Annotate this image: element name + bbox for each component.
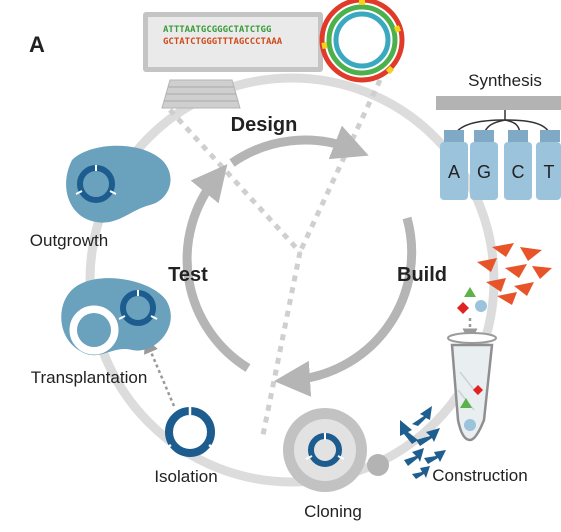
outgrowth-cell-icon	[66, 145, 171, 223]
transplantation-label: Transplantation	[31, 368, 148, 387]
design-label: Design	[231, 114, 298, 136]
isolation-label: Isolation	[154, 467, 217, 486]
computer-icon: ATTTAATGCGGGCTATCTGG GCTATCTGGGTTTAGCCCT…	[143, 12, 323, 109]
reaction-tube-icon	[447, 332, 497, 442]
build-label: Build	[397, 264, 447, 286]
design-to-build-arrow	[229, 125, 369, 167]
transplantation-cell-icon	[61, 278, 171, 356]
blue-arrows-icon	[400, 406, 446, 479]
svg-text:A: A	[448, 162, 460, 182]
vial-a: A	[440, 130, 468, 200]
synthesis-lines	[453, 110, 551, 137]
vial-c: C	[504, 130, 532, 200]
outgrowth-label: Outgrowth	[30, 231, 108, 250]
vial-t: T	[536, 130, 561, 200]
inner-cycle-arrows	[182, 125, 417, 397]
svg-text:T: T	[544, 162, 555, 182]
vial-g: G	[470, 130, 498, 200]
construction-label: Construction	[432, 466, 527, 485]
panel-label: A	[29, 32, 45, 57]
synthesis-rack	[436, 96, 561, 110]
outer-process-ring	[85, 73, 499, 487]
svg-text:ATTTAATGCGGGCTATCTGG: ATTTAATGCGGGCTATCTGG	[163, 25, 271, 35]
svg-text:C: C	[512, 162, 525, 182]
test-label: Test	[168, 264, 208, 286]
nucleotide-vials: A G C T	[440, 130, 561, 200]
cloning-dish-icon	[283, 408, 389, 492]
synthesis-label: Synthesis	[468, 71, 542, 90]
build-to-test-arrow	[274, 216, 417, 397]
dashed-connectors	[168, 78, 383, 441]
cloning-label: Cloning	[304, 502, 362, 521]
svg-text:G: G	[477, 162, 491, 182]
test-to-design-arrow	[182, 164, 251, 372]
plasmid-map-icon	[319, 0, 405, 83]
assembly-parts-icon	[457, 287, 487, 344]
isolation-plasmid-icon	[144, 338, 216, 457]
dna-fragments-icon	[477, 243, 552, 305]
svg-text:GCTATCTGGGTTTAGCCCTAAA: GCTATCTGGGTTTAGCCCTAAA	[163, 37, 283, 47]
